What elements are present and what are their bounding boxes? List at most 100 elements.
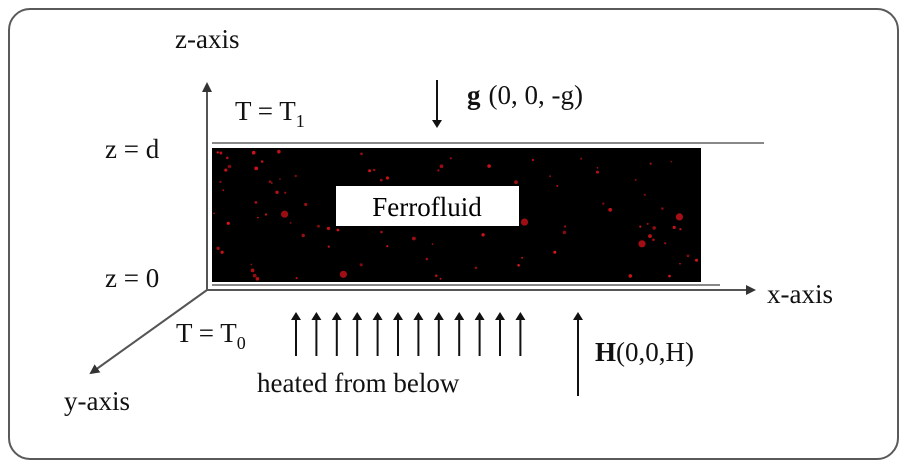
particle [675,213,684,221]
particle [379,178,383,182]
heating-caption: heated from below [257,368,460,398]
particle [216,151,219,154]
particle [339,270,347,278]
particle [224,168,228,172]
particle [255,277,260,281]
particle [254,166,259,171]
particle [327,245,330,248]
particle [437,169,440,172]
particle [220,250,224,254]
particle [672,225,676,229]
particle [520,218,529,226]
particle [213,212,215,215]
particle [281,210,289,218]
particle [295,277,298,280]
particle [661,207,664,210]
particle [562,230,567,235]
particle [439,164,444,169]
particle [373,168,376,172]
particle [284,191,287,194]
particle [219,180,222,184]
particle [386,245,389,248]
particle [425,257,429,261]
particle [216,246,220,250]
particle [304,202,308,207]
particle [260,160,264,163]
particle [643,193,646,196]
particle [481,233,485,237]
ferrofluid-label: Ferrofluid [372,192,482,222]
particle [521,256,523,259]
particle [474,266,478,270]
particle [439,277,442,280]
y-axis-line [89,289,208,375]
particle [317,224,320,228]
particle [275,190,279,194]
particle [634,178,637,181]
particle [679,228,682,231]
particle [679,262,681,265]
z-top-label: z = d [105,134,160,164]
particle [336,228,340,232]
particle [294,174,297,178]
particle [596,167,599,169]
particle [638,240,646,248]
particle [531,158,535,162]
ferrofluid-label-box [336,186,519,226]
bottom-temperature-label: T = T0 [176,318,246,353]
particle [368,169,372,173]
particle [227,164,232,169]
particle [668,274,671,278]
particle [648,234,652,239]
particle [639,225,642,228]
particle [580,157,583,160]
heating-arrows [291,312,526,356]
particle [252,273,257,278]
ferrofluid-particles [213,149,698,281]
particle [251,150,256,155]
particle [602,202,605,205]
particle [289,221,292,224]
particle [385,176,389,180]
particle [514,180,518,185]
particle [517,264,520,267]
particle [686,254,690,258]
particle [649,162,652,165]
particle [596,170,599,174]
particle [564,225,567,228]
magnetic-field-label: H(0,0,H) [595,337,694,367]
particle [487,164,491,168]
particle [222,189,225,192]
z-bottom-label: z = 0 [105,263,159,293]
particle [556,184,559,187]
particle [250,268,255,273]
gravity-label: g(0, 0, -g) [467,80,583,110]
particle [652,238,655,242]
particle [412,236,416,241]
particle [380,230,383,234]
particle [360,152,363,156]
particle [301,233,305,238]
particle [628,274,633,278]
particle [646,222,649,225]
particle [270,182,273,184]
x-axis-label: x-axis [767,279,833,309]
particle [608,207,613,212]
particle [449,157,452,160]
particle [435,274,438,278]
particle [264,213,268,216]
particle [431,243,434,245]
y-axis-label: y-axis [64,386,130,416]
particle [695,258,698,262]
particle [226,156,229,160]
particle [277,149,281,154]
particle [553,250,557,254]
particle [250,263,253,266]
particle [257,216,259,219]
particle [219,151,223,155]
figure-frame [8,8,899,460]
particle [279,178,281,181]
particle [254,201,258,204]
particle [664,242,667,245]
